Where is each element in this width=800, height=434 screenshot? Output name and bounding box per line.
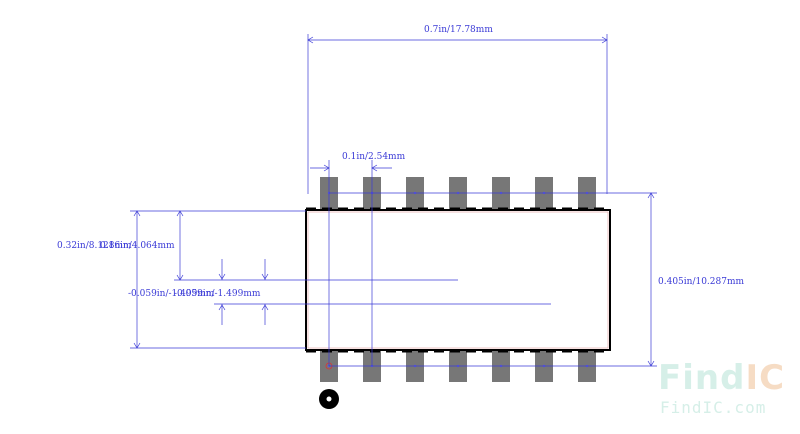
pitch-label: 0.1in/2.54mm (342, 152, 406, 162)
watermark-logo: FindIC (658, 358, 785, 398)
overall-width-label: 0.7in/17.78mm (424, 25, 493, 35)
watermark-suffix: IC (745, 358, 786, 398)
dimension-overall-width (307, 34, 608, 194)
offset-label-b: -0.059in/-1.499mm (174, 289, 261, 299)
dimension-body-left (130, 210, 551, 349)
body-left-label-a: 0.32in/8.128mm (57, 241, 132, 251)
pin1-marker-dot (326, 396, 332, 402)
overall-height-label: 0.405in/10.287mm (658, 277, 744, 287)
dimension-overall-height (329, 192, 657, 367)
offset-label-a: -0.059in/-1.499mm (128, 289, 215, 299)
body-left-label-b: 0.16in/4.064mm (100, 241, 175, 251)
watermark-prefix: Find (658, 358, 746, 398)
watermark-url: FindIC.com (660, 398, 767, 417)
dimension-pitch (310, 160, 392, 366)
